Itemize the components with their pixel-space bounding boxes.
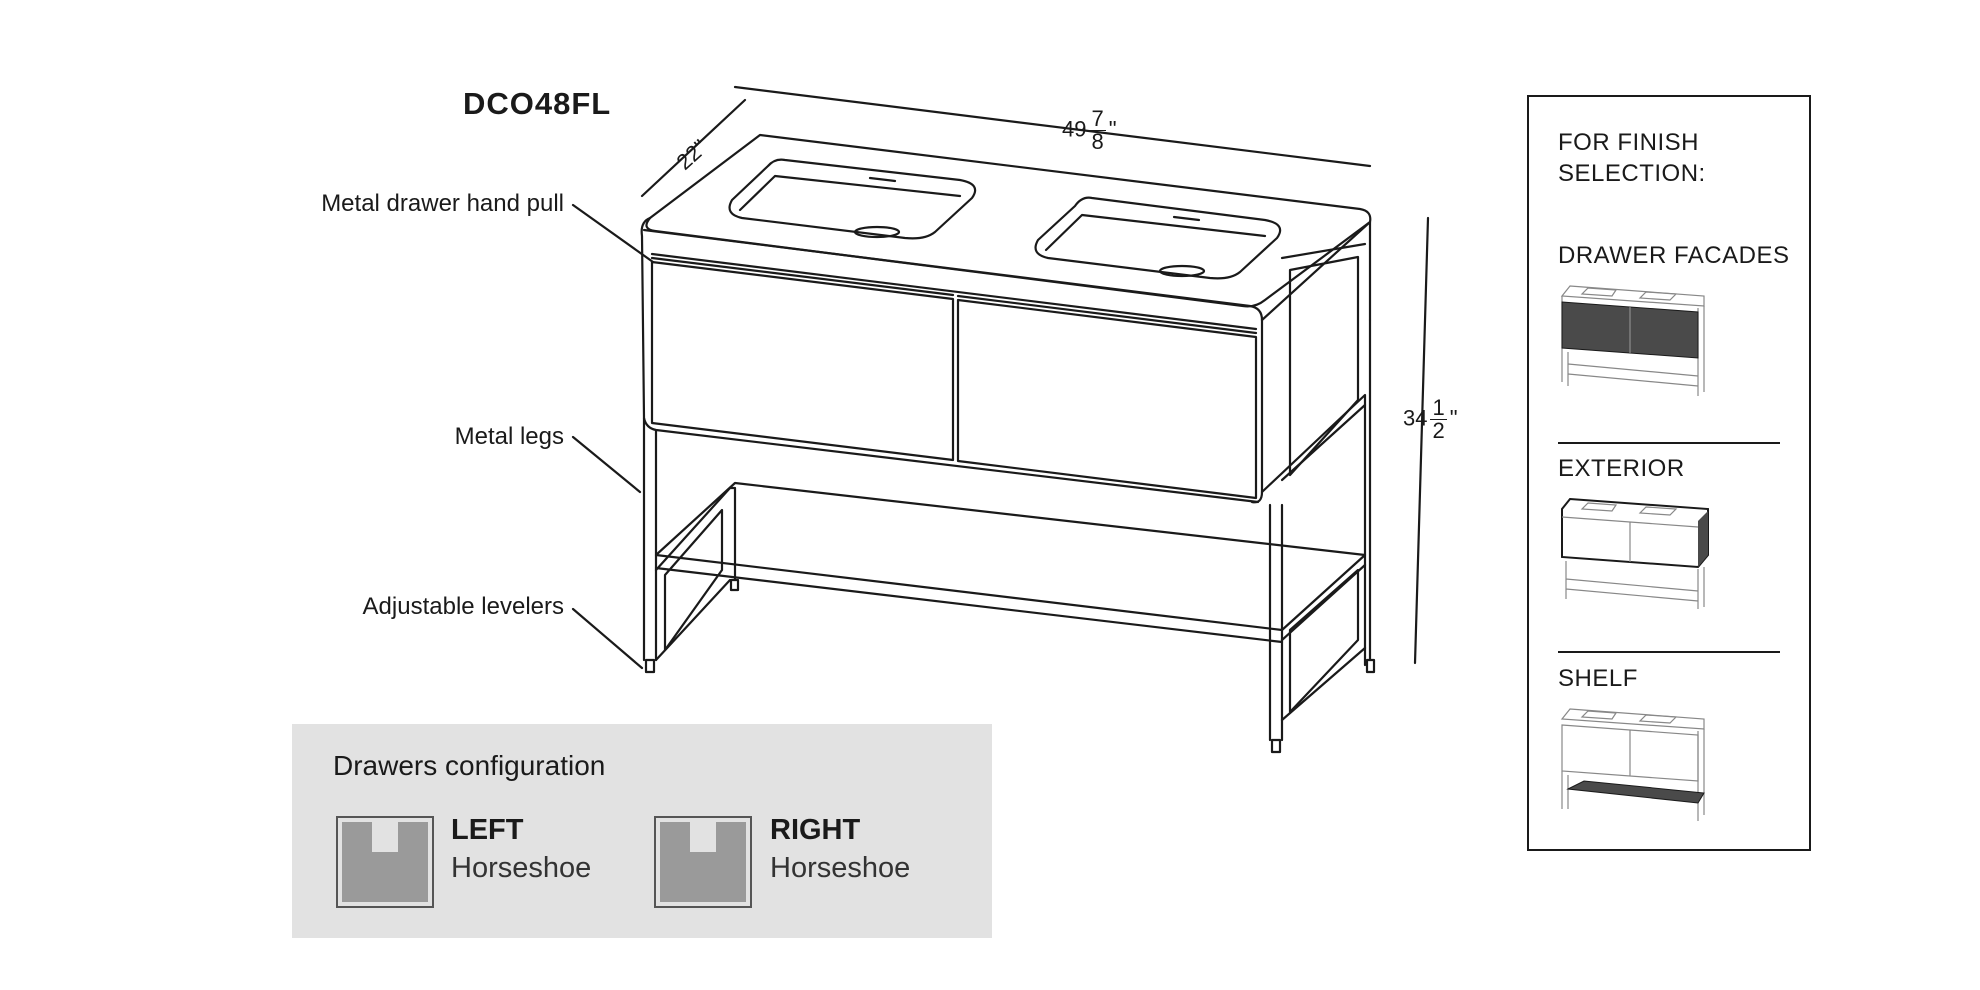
width-dimension-line	[733, 85, 1372, 168]
width-numerator: 7	[1089, 106, 1106, 131]
right-slot-type: Horseshoe	[770, 852, 911, 884]
drawer-hand-pull	[650, 256, 1258, 335]
finish-option-exterior[interactable]: EXTERIOR	[1558, 455, 1685, 482]
finish-divider-2	[1558, 651, 1780, 653]
right-drawer-front	[956, 298, 1258, 500]
finish-selection-panel: FOR FINISH SELECTION: DRAWER FACADES EXT…	[1527, 95, 1811, 851]
right-sink	[1034, 196, 1282, 280]
countertop	[645, 133, 1372, 308]
height-whole: 34	[1403, 405, 1428, 431]
finish-heading-line2: SELECTION:	[1558, 160, 1706, 187]
drawers-config-title: Drawers configuration	[333, 750, 606, 781]
drawer-facades-thumbnail[interactable]	[1558, 282, 1714, 400]
left-slot-name: LEFT	[451, 814, 524, 846]
shelf-thumbnail[interactable]	[1558, 705, 1714, 825]
exterior-thumbnail[interactable]	[1558, 495, 1714, 613]
legs-leader	[571, 435, 642, 494]
metal-legs	[642, 416, 1284, 742]
right-slot-name: RIGHT	[770, 814, 861, 846]
height-dimension-line	[1413, 216, 1430, 665]
hand-pull-leader	[571, 203, 655, 264]
finish-option-drawer-facades[interactable]: DRAWER FACADES	[1558, 242, 1790, 269]
height-inch-mark: "	[1449, 405, 1458, 431]
depth-dimension-line	[640, 98, 747, 198]
leveler-right	[1270, 738, 1282, 754]
callout-legs: Metal legs	[454, 423, 564, 450]
height-denominator: 2	[1432, 418, 1445, 443]
left-slot-type: Horseshoe	[451, 852, 592, 884]
callout-levelers: Adjustable levelers	[362, 593, 564, 620]
levelers-leader	[571, 607, 644, 670]
callout-hand-pull: Metal drawer hand pull	[321, 190, 564, 217]
finish-option-shelf[interactable]: SHELF	[1558, 665, 1638, 692]
model-title: DCO48FL	[463, 86, 612, 121]
finish-divider-1	[1558, 442, 1780, 444]
leveler-left	[644, 658, 656, 674]
right-horseshoe-icon	[654, 816, 752, 908]
left-sink	[728, 158, 977, 240]
width-denominator: 8	[1091, 129, 1104, 154]
shelf	[654, 481, 1367, 632]
drawers-config-panel: Drawers configuration LEFT Horseshoe RIG…	[292, 724, 992, 938]
left-horseshoe-icon	[336, 816, 434, 908]
finish-heading-line1: FOR FINISH	[1558, 129, 1699, 156]
left-drawer-front	[650, 260, 955, 462]
finish-heading: FOR FINISH SELECTION:	[1558, 127, 1706, 189]
width-whole: 49	[1062, 116, 1087, 142]
height-numerator: 1	[1430, 395, 1447, 420]
width-inch-mark: "	[1108, 116, 1117, 142]
